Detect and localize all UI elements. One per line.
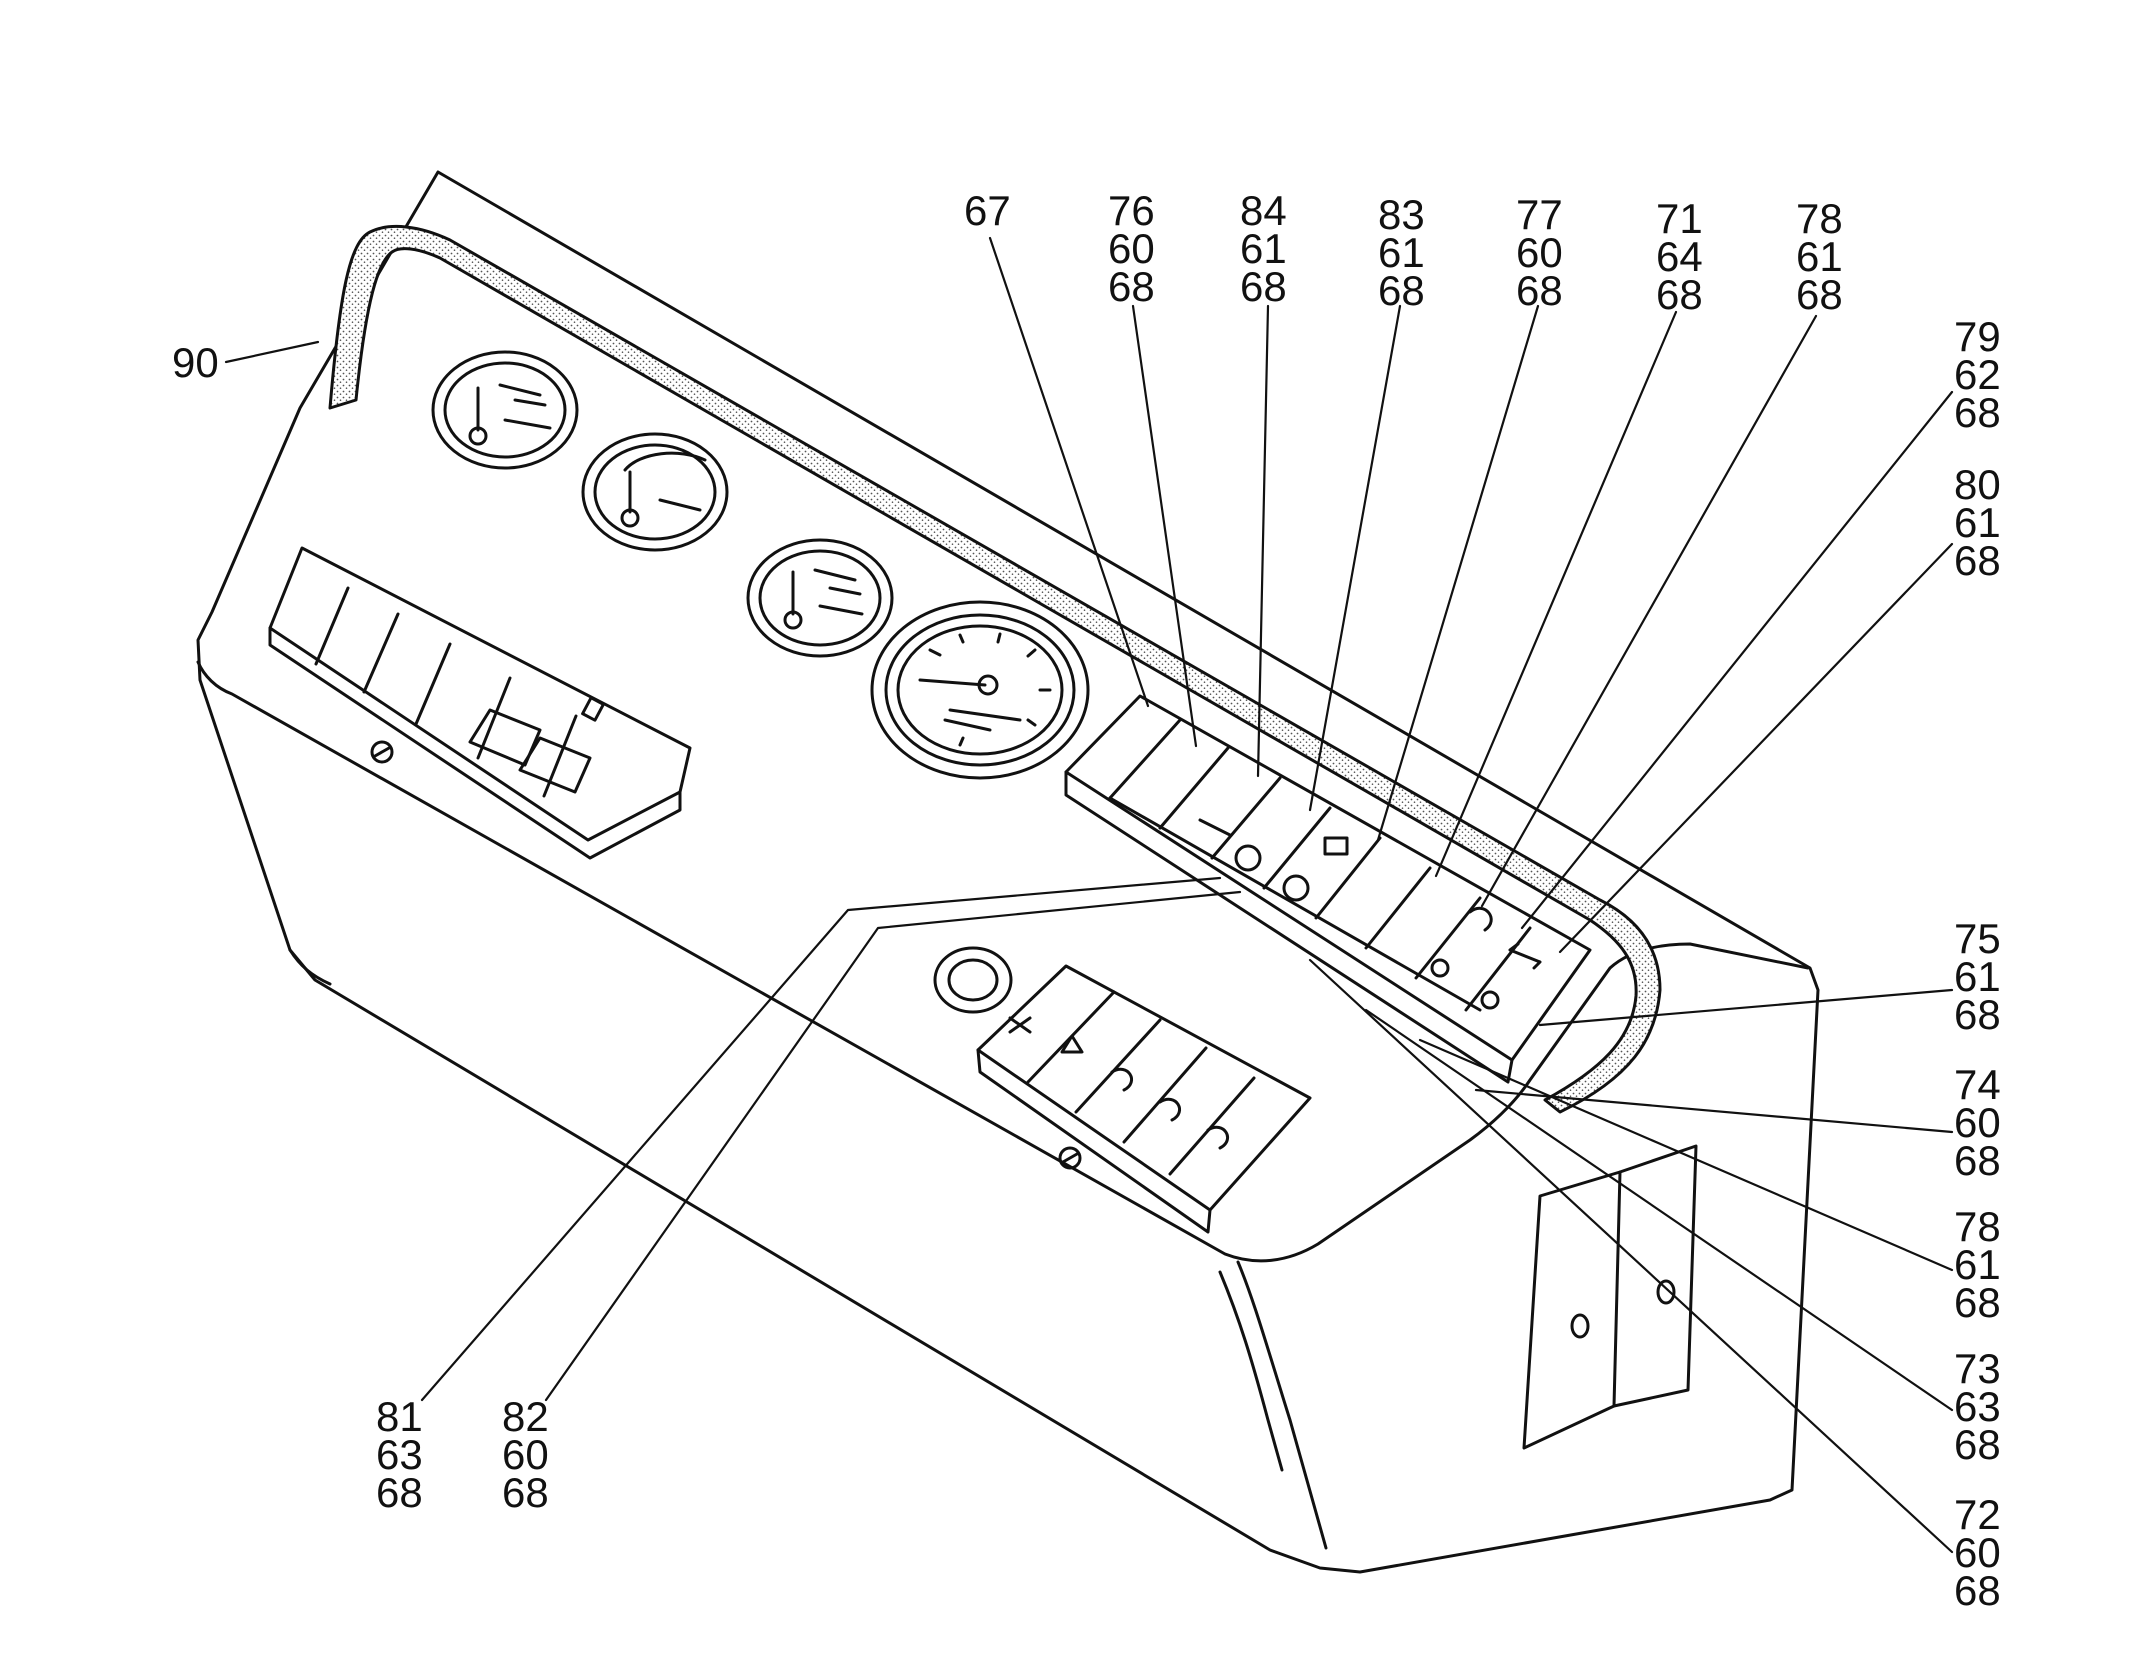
callout-78-top: 78 61 68 [1796, 195, 1843, 318]
callout-75-line-1: 75 [1954, 915, 2001, 962]
leader-lines [224, 236, 1954, 1554]
callout-78-top-line-1: 78 [1796, 195, 1843, 242]
callout-77-line-2: 60 [1516, 229, 1563, 276]
callout-75: 75 61 68 [1954, 915, 2001, 1038]
oil-pressure-icon [1480, 990, 1500, 1010]
callout-78-top-line-3: 68 [1796, 271, 1843, 318]
callout-82-line-2: 60 [502, 1431, 549, 1478]
callout-75-line-2: 61 [1954, 953, 2001, 1000]
callout-74: 74 60 68 [1954, 1061, 2001, 1184]
glow-plug-icon [1198, 818, 1232, 837]
side-bracket-left [1522, 1170, 1622, 1450]
warning-lamp-bank [1064, 694, 1592, 1084]
callout-73-line-3: 68 [1954, 1421, 2001, 1468]
callout-78-bottom-line-3: 68 [1954, 1279, 2001, 1326]
callout-72: 72 60 68 [1954, 1491, 2001, 1614]
turn-signal-icon [1508, 942, 1542, 970]
callout-74-line-2: 60 [1954, 1099, 2001, 1146]
coolant-temp-icon [1430, 958, 1450, 978]
callout-90: 90 [172, 339, 219, 386]
callout-67-line-1: 67 [964, 187, 1011, 234]
callout-79-line-1: 79 [1954, 313, 2001, 360]
callout-73: 73 63 68 [1954, 1345, 2001, 1468]
callout-67: 67 [964, 187, 1011, 234]
callout-79: 79 62 68 [1954, 313, 2001, 436]
callout-74-line-1: 74 [1954, 1061, 2001, 1108]
brake-circuit-icon [1282, 874, 1310, 902]
callout-78-top-line-2: 61 [1796, 233, 1843, 280]
callout-84-line-3: 68 [1240, 263, 1287, 310]
fog-light-icon [1158, 1097, 1181, 1122]
callout-71-line-1: 71 [1656, 195, 1703, 242]
callout-84-line-1: 84 [1240, 187, 1287, 234]
front-face-edge [1236, 1260, 1328, 1550]
front-face-edge-2 [1218, 1270, 1284, 1472]
callout-76-line-2: 60 [1108, 225, 1155, 272]
callout-80-line-1: 80 [1954, 461, 2001, 508]
callout-84: 84 61 68 [1240, 187, 1287, 310]
callout-72-line-2: 60 [1954, 1529, 2001, 1576]
callout-90-line-1: 90 [172, 339, 219, 386]
callout-77-line-3: 68 [1516, 267, 1563, 314]
ignition-key-icon [933, 946, 1013, 1014]
housing-outline [196, 170, 1820, 1574]
callout-83-line-2: 61 [1378, 229, 1425, 276]
callout-83-line-3: 68 [1378, 267, 1425, 314]
callout-78-bottom-line-1: 78 [1954, 1203, 2001, 1250]
callout-76-line-1: 76 [1108, 187, 1155, 234]
rear-fog-light-icon [1206, 1125, 1229, 1150]
callout-82-line-3: 68 [502, 1469, 549, 1516]
temperature-gauge-icon [431, 350, 579, 470]
callout-71-line-3: 68 [1656, 271, 1703, 318]
callout-72-line-1: 72 [1954, 1491, 2001, 1538]
headlight-icon [1110, 1067, 1133, 1092]
callout-71: 71 64 68 [1656, 195, 1703, 318]
callout-84-line-2: 61 [1240, 225, 1287, 272]
callout-74-line-3: 68 [1954, 1137, 2001, 1184]
side-bracket-right [1612, 1144, 1698, 1408]
callout-77-line-1: 77 [1516, 191, 1563, 238]
hazard-icon [1323, 836, 1349, 856]
bottom-curve [288, 948, 332, 986]
callout-83: 83 61 68 [1378, 191, 1425, 314]
callout-83-line-1: 83 [1378, 191, 1425, 238]
callout-79-line-3: 68 [1954, 389, 2001, 436]
warning-light-icon [1060, 1034, 1084, 1054]
callout-80: 80 61 68 [1954, 461, 2001, 584]
callout-80-line-3: 68 [1954, 537, 2001, 584]
callout-80-line-2: 61 [1954, 499, 2001, 546]
screw-left [370, 740, 394, 764]
lower-switch-bank [976, 964, 1312, 1234]
callout-82: 82 60 68 [502, 1393, 549, 1516]
fuel-gauge-icon [581, 432, 729, 552]
callout-75-line-3: 68 [1954, 991, 2001, 1038]
callout-78-bottom: 78 61 68 [1954, 1203, 2001, 1326]
oil-temperature-gauge-icon [746, 538, 894, 658]
callout-81-line-2: 63 [376, 1431, 423, 1478]
callout-79-line-2: 62 [1954, 351, 2001, 398]
callout-73-line-1: 73 [1954, 1345, 2001, 1392]
callout-81-line-1: 81 [376, 1393, 423, 1440]
seal-strip [328, 224, 1662, 1114]
speedometer-icon [870, 600, 1090, 780]
callout-73-line-2: 63 [1954, 1383, 2001, 1430]
callout-71-line-2: 64 [1656, 233, 1703, 280]
parking-brake-icon [1234, 844, 1262, 872]
high-beam-icon [1468, 906, 1493, 932]
callout-81-line-3: 68 [376, 1469, 423, 1516]
callout-76-line-3: 68 [1108, 263, 1155, 310]
screw-lower [1058, 1146, 1082, 1170]
callout-78-bottom-line-2: 61 [1954, 1241, 2001, 1288]
callout-76: 76 60 68 [1108, 187, 1155, 310]
callout-77: 77 60 68 [1516, 191, 1563, 314]
left-switch-bank [268, 546, 692, 860]
fan-icon [1008, 1016, 1032, 1034]
callout-72-line-3: 68 [1954, 1567, 2001, 1614]
callout-82-line-1: 82 [502, 1393, 549, 1440]
callout-81: 81 63 68 [376, 1393, 423, 1516]
